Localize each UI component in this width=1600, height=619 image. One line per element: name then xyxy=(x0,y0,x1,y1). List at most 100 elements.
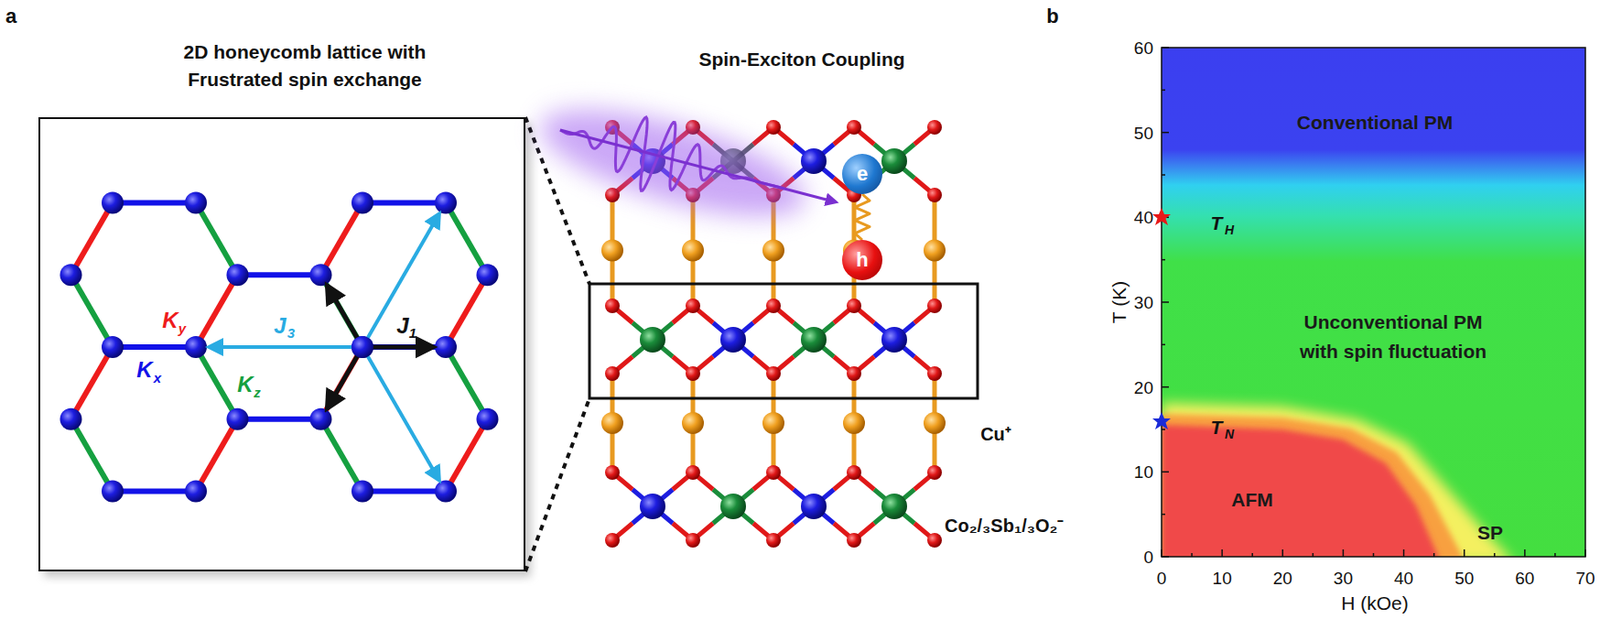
metal-atom xyxy=(800,493,827,519)
spin-bond xyxy=(71,274,114,347)
x-tick xyxy=(1221,549,1223,557)
co-site xyxy=(227,263,249,286)
co-site xyxy=(60,408,83,431)
spin-bond xyxy=(362,488,446,495)
exchange-arrows xyxy=(210,215,439,479)
y-tick xyxy=(1161,46,1169,49)
x-tick xyxy=(1342,549,1345,557)
kitaev-subscript: z xyxy=(253,385,261,400)
frame-heading: 2D honeycomb lattice with Frustrated spi… xyxy=(153,38,456,94)
co-site xyxy=(351,335,374,358)
spin-bond xyxy=(112,344,196,350)
co-site xyxy=(184,191,207,214)
co-site xyxy=(351,191,374,214)
node-text: h xyxy=(855,248,868,272)
y-tick-label: 0 xyxy=(1143,548,1154,566)
cu-atom xyxy=(762,411,785,434)
spin-bond xyxy=(445,346,488,420)
oxygen-atom xyxy=(846,464,862,480)
oxygen-atom xyxy=(846,119,862,135)
phase-region: SP xyxy=(1473,516,1507,550)
phase-region: Unconventional PM with spin fluctuation xyxy=(1286,305,1500,368)
kitaev-symbol: K xyxy=(136,358,152,381)
laser-direction xyxy=(560,129,835,202)
x-tick xyxy=(1403,549,1406,557)
cu-atom xyxy=(923,239,946,262)
x-tick-label: 60 xyxy=(1514,569,1535,587)
cu-atom xyxy=(843,411,865,434)
spin-bond xyxy=(445,419,488,492)
oxygen-atom xyxy=(605,298,620,314)
layer-name: Co₂/₃Sb₁/₃O₂⁻ xyxy=(944,516,1064,535)
x-tick xyxy=(1251,552,1254,557)
spin-bond xyxy=(237,271,322,278)
y-tick-label: 40 xyxy=(1134,208,1154,227)
node-text: Conventional PM xyxy=(1297,108,1453,138)
temperature-subscript: H xyxy=(1224,223,1234,237)
x-tick-label: 0 xyxy=(1156,569,1168,587)
oxygen-atom xyxy=(766,298,781,314)
x-tick xyxy=(1190,552,1193,557)
y-axis-title: T (K) xyxy=(1109,281,1129,324)
layer-highlight-box xyxy=(589,283,978,399)
x-tick-label: 70 xyxy=(1575,569,1595,587)
kitaev-subscript: x xyxy=(153,370,162,385)
cu-atom xyxy=(681,411,704,434)
x-tick xyxy=(1160,549,1163,557)
oxygen-atom xyxy=(766,532,781,548)
oxygen-atom xyxy=(846,298,862,314)
oxygen-atom xyxy=(605,532,620,548)
node-text: SP xyxy=(1477,518,1503,548)
afm-region xyxy=(1161,402,1515,557)
cu-atom xyxy=(923,411,946,434)
cu-atom xyxy=(601,239,624,262)
kitaev-symbol: K xyxy=(162,309,178,332)
oxygen-atom xyxy=(685,366,701,381)
exchange-arrow xyxy=(362,346,439,479)
x-tick xyxy=(1584,549,1587,557)
y-tick xyxy=(1161,131,1169,134)
oxygen-atom xyxy=(605,366,620,381)
spin-bond xyxy=(112,488,196,495)
node-text: Unconventional PM with spin fluctuation xyxy=(1290,307,1496,367)
oxygen-atom xyxy=(766,366,781,381)
hole-circle: h xyxy=(842,239,883,281)
layer-name: Cu⁺ xyxy=(980,424,1012,444)
y-tick-label: 20 xyxy=(1134,378,1154,396)
x-tick xyxy=(1554,552,1557,557)
x-tick xyxy=(1312,552,1315,557)
x-tick xyxy=(1493,552,1496,557)
oxygen-atom xyxy=(846,366,862,381)
co-site xyxy=(60,263,83,286)
x-tick xyxy=(1524,549,1526,557)
x-tick xyxy=(1463,549,1466,557)
exchange-subscript: 3 xyxy=(287,325,295,340)
y-tick xyxy=(1161,173,1166,176)
oxygen-atom xyxy=(846,532,862,548)
co-site xyxy=(101,480,124,503)
x-tick-label: 40 xyxy=(1394,569,1414,587)
exchange-symbol: J xyxy=(273,314,286,337)
y-tick xyxy=(1161,555,1169,558)
co-site xyxy=(476,263,499,286)
x-tick-label: 20 xyxy=(1273,569,1293,587)
cu-atom xyxy=(601,411,624,434)
frame-ground xyxy=(38,117,526,572)
y-tick xyxy=(1161,89,1166,92)
x-tick xyxy=(1282,549,1285,557)
y-tick xyxy=(1161,386,1169,389)
co-site xyxy=(434,191,457,214)
oxygen-atom xyxy=(685,464,701,480)
oxygen-atom xyxy=(927,464,942,480)
co-site xyxy=(310,408,333,431)
metal-atom xyxy=(639,326,666,353)
oxygen-atom xyxy=(605,187,620,203)
metal-atom xyxy=(720,326,746,353)
metal-atom xyxy=(881,493,908,519)
spin-bond xyxy=(237,416,322,422)
oxygen-atom xyxy=(927,298,942,314)
y-tick-label: 10 xyxy=(1134,463,1154,481)
